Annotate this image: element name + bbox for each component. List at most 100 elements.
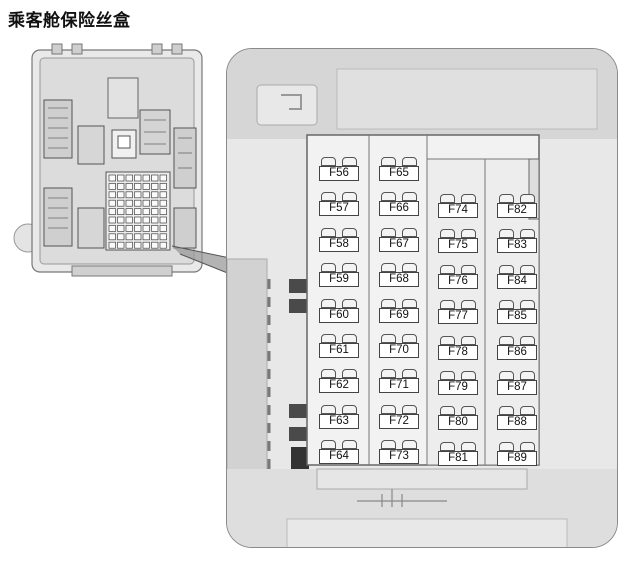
- mini-fuse-slot: [134, 199, 142, 207]
- fuse-label: F75: [438, 238, 478, 254]
- fuse-label: F68: [379, 272, 419, 288]
- fuse-f79: F79: [438, 371, 478, 397]
- fuse-f85: F85: [497, 300, 537, 326]
- mini-fuse-slot: [151, 174, 159, 182]
- mini-fuse-slot: [108, 208, 116, 215]
- mini-fuse-slot: [151, 199, 159, 207]
- fuse-terminal: [381, 404, 396, 414]
- fuse-terminal: [461, 335, 476, 345]
- fuse-terminal: [499, 441, 514, 451]
- mini-fuse-slot: [142, 208, 150, 215]
- fuse-terminal: [381, 298, 396, 308]
- fuse-terminal: [381, 440, 396, 450]
- fuse-terminal: [520, 300, 535, 310]
- fuse-label: F63: [319, 413, 359, 429]
- fuse-terminal: [499, 371, 514, 380]
- fuse-f70: F70: [379, 334, 419, 360]
- mini-fuse-slot: [108, 233, 116, 241]
- fuse-terminal: [321, 263, 336, 273]
- fuse-terminal: [402, 298, 417, 308]
- page-title: 乘客舱保险丝盒: [8, 11, 131, 31]
- fuse-terminal: [461, 194, 476, 203]
- mini-fuse-slot: [151, 233, 159, 241]
- fuse-terminal: [440, 194, 455, 203]
- fuse-f84: F84: [497, 264, 537, 291]
- fuse-terminal: [342, 440, 357, 450]
- mini-fuse-slot: [125, 216, 133, 224]
- fuse-f73: F73: [379, 440, 419, 466]
- fuse-label: F58: [319, 236, 359, 252]
- fuse-f59: F59: [319, 263, 359, 289]
- fuse-f88: F88: [497, 406, 537, 432]
- fuse-label: F89: [497, 450, 537, 466]
- fuse-terminal: [402, 157, 417, 166]
- fuse-label: F79: [438, 380, 478, 395]
- fuse-terminal: [342, 157, 357, 166]
- fuse-label: F76: [438, 273, 478, 289]
- fuse-f64: F64: [319, 440, 359, 466]
- fuse-f56: F56: [319, 157, 359, 183]
- fuse-terminal: [520, 194, 535, 203]
- mini-fuse-slot: [159, 174, 167, 182]
- mini-fuse-slot: [125, 225, 133, 232]
- fuse-label: F60: [319, 307, 359, 323]
- fuse-terminal: [440, 229, 455, 239]
- fuse-terminal: [520, 335, 535, 345]
- mini-fuse-slot: [159, 225, 167, 232]
- fuse-terminal: [440, 300, 455, 310]
- fuse-terminal: [381, 157, 396, 166]
- fuse-label: F59: [319, 272, 359, 288]
- fuse-f83: F83: [497, 229, 537, 255]
- mini-fuse-slot: [117, 191, 125, 199]
- fuse-terminal: [499, 229, 514, 239]
- fuse-terminal: [499, 194, 514, 203]
- fuse-terminal: [499, 264, 514, 274]
- fuse-f87: F87: [497, 371, 537, 397]
- fuse-label: F81: [438, 450, 478, 466]
- fuse-f65: F65: [379, 157, 419, 183]
- fuse-label: F70: [379, 343, 419, 358]
- fuse-terminal: [381, 369, 396, 379]
- fuse-terminal: [381, 227, 396, 237]
- fuse-terminal: [520, 406, 535, 416]
- fuse-label: F64: [319, 449, 359, 465]
- fuse-f78: F78: [438, 335, 478, 362]
- mini-fuse-slot: [151, 191, 159, 199]
- mini-fuse-slot: [117, 225, 125, 232]
- mini-fuse-slot: [142, 216, 150, 224]
- mini-fuse-slot: [151, 225, 159, 232]
- mini-fuse-slot: [159, 183, 167, 190]
- fuse-terminal: [499, 300, 514, 310]
- fuse-terminal: [321, 192, 336, 202]
- mini-fuse-slot: [142, 225, 150, 232]
- mini-fuse-slot: [125, 208, 133, 215]
- fuse-label: F56: [319, 166, 359, 181]
- mini-fuse-slot: [134, 174, 142, 182]
- fuse-label: F83: [497, 238, 537, 254]
- fuse-label: F82: [497, 203, 537, 218]
- mini-fuse-slot: [117, 174, 125, 182]
- mini-fuse-slot: [159, 191, 167, 199]
- mini-fuse-slot: [108, 191, 116, 199]
- mini-fuse-slot: [108, 183, 116, 190]
- fuse-terminal: [381, 334, 396, 343]
- fuse-terminal: [321, 440, 336, 450]
- mini-fuse-slot: [142, 199, 150, 207]
- fuse-f69: F69: [379, 298, 419, 325]
- fuse-terminal: [381, 192, 396, 202]
- fuse-terminal: [402, 192, 417, 202]
- fuse-block-housing: [227, 49, 617, 547]
- fuse-label: F88: [497, 415, 537, 431]
- fuse-label: F57: [319, 201, 359, 217]
- fuse-terminal: [520, 229, 535, 239]
- fuse-terminal: [461, 406, 476, 416]
- fuse-f76: F76: [438, 264, 478, 291]
- mini-fuse-slot: [142, 174, 150, 182]
- fuse-f81: F81: [438, 441, 478, 468]
- fuse-f72: F72: [379, 404, 419, 431]
- fuse-terminal: [461, 300, 476, 310]
- fuse-terminal: [499, 406, 514, 416]
- mini-fuse-slot: [142, 191, 150, 199]
- mini-fuse-slot: [142, 233, 150, 241]
- fuse-terminal: [520, 441, 535, 451]
